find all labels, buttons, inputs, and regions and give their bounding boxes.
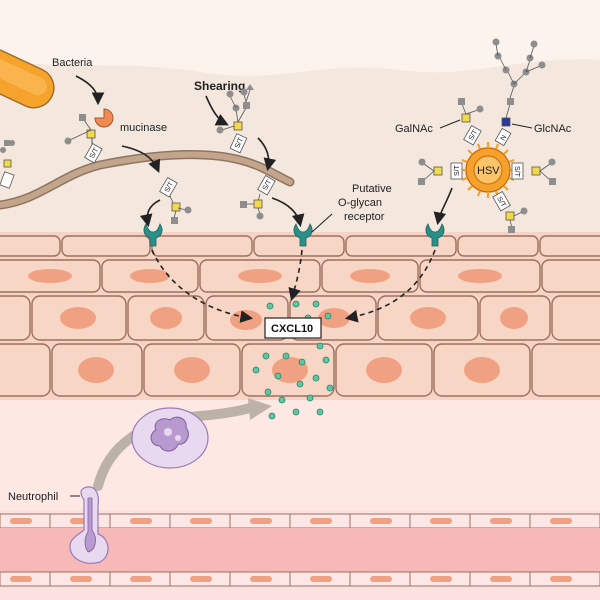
cxcl10-label: CXCL10 [271, 323, 313, 335]
receptor-2 [293, 223, 313, 247]
cleaved-glycan-2: S/T [240, 175, 276, 220]
galnac-pointer [439, 119, 461, 129]
hsv-virion: HSV [460, 142, 516, 198]
cxcl10-box [264, 317, 322, 339]
st-label: S/T [89, 146, 101, 160]
receptor-label-line3: receptor [344, 211, 385, 223]
st-label: S/T [513, 166, 520, 178]
migration-arrow-head [248, 398, 272, 420]
st-label: S/T [495, 196, 507, 210]
cleaved-glycan-1: S/T [159, 177, 192, 224]
shearing-label: Shearing [194, 79, 245, 93]
receptor-label-line1: Putative [352, 183, 392, 195]
mucinase-icon [94, 108, 114, 128]
neutrophil-vessel [69, 486, 109, 564]
st-label: S/T [468, 128, 480, 142]
neutrophil-migrating [131, 407, 209, 469]
galnac-label: GalNAc [395, 123, 433, 135]
signal-arrow-2 [288, 249, 303, 302]
hsv-arrow [433, 187, 453, 226]
glycan1-arrow [139, 199, 161, 228]
n-label: N [500, 134, 509, 142]
receptor-1 [143, 223, 163, 247]
signal-arrow-3 [344, 249, 436, 323]
st-label: S/T [454, 164, 461, 176]
mucinase-arrow [121, 145, 161, 173]
st-label: S/T [164, 180, 176, 194]
bacteria-label: Bacteria [52, 57, 93, 69]
lamina-propria [0, 400, 600, 510]
glycan-strand-left: S/T [64, 114, 103, 164]
glycan2-arrow [271, 197, 305, 228]
glcnac-label: GlcNAc [534, 123, 572, 135]
hsv-glycans: S/T N S/T S/T [418, 38, 556, 233]
glycan-strand-middle: S/T [216, 84, 254, 154]
mucinase-label: mucinase [120, 122, 167, 134]
bacteria-arrow [75, 75, 105, 106]
shearing-arrow [205, 95, 229, 126]
glcnac-pointer [511, 123, 533, 129]
neutrophil-label: Neutrophil [8, 491, 58, 503]
signal-arrow-1 [151, 249, 254, 323]
receptor-label-line2: O-glycan [338, 197, 382, 209]
st-label: S/T [262, 178, 274, 192]
receptor-pointer [311, 213, 333, 233]
glycan-far-left [0, 140, 15, 189]
bacteria-cell [0, 47, 55, 109]
hsv-label: HSV [477, 165, 500, 177]
st-label: S/T [234, 136, 245, 149]
shearing-down-arrow [257, 137, 277, 172]
lumen-top-shade [0, 0, 600, 76]
